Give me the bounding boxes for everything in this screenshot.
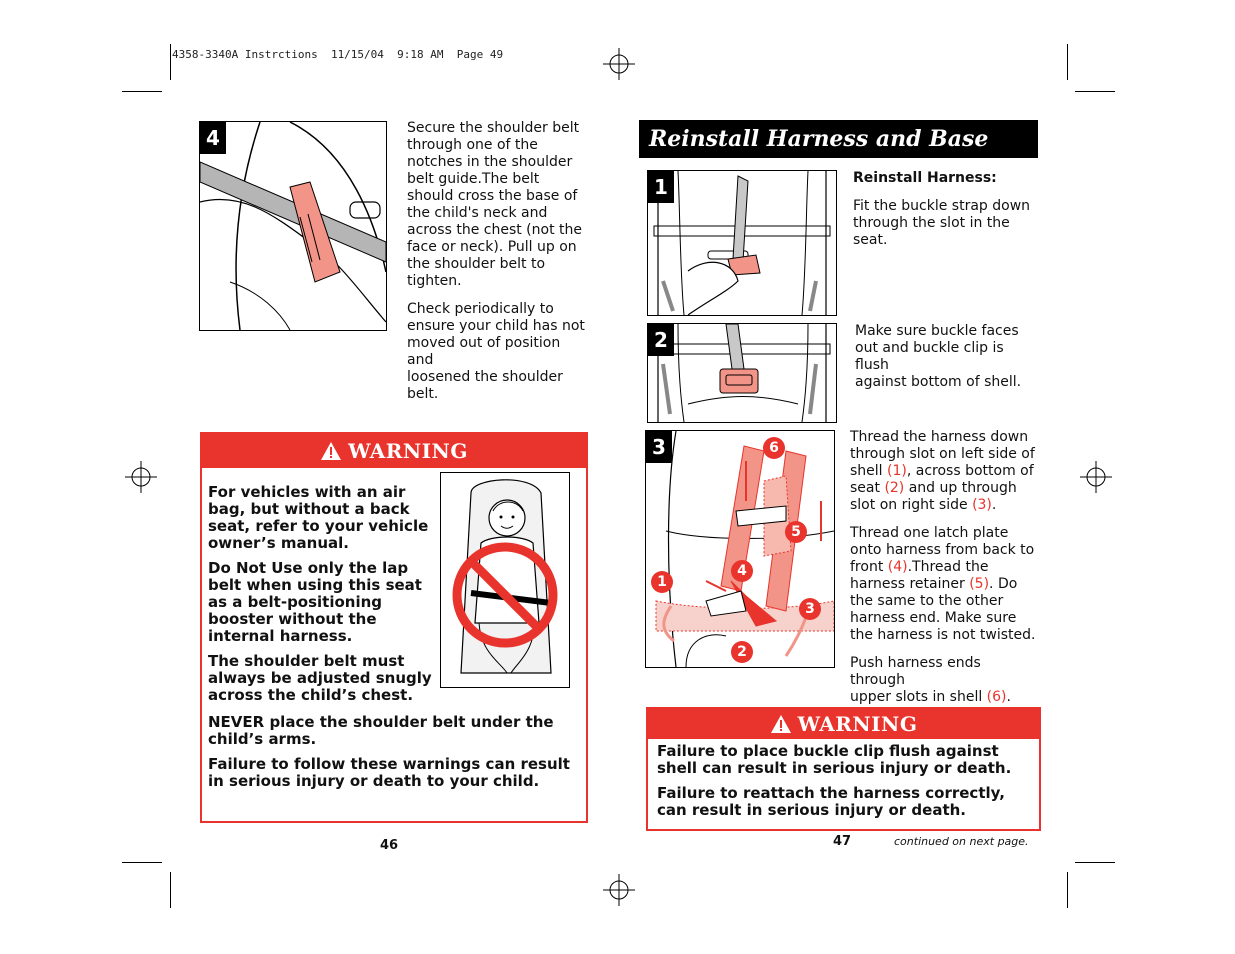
step-number-badge: 2 (648, 324, 674, 356)
step-4-paragraph-1: Secure the shoulder belt through one of … (407, 120, 582, 289)
callout-2: 2 (731, 641, 753, 663)
page-number-right: 47 (833, 834, 852, 849)
warning-text: Failure to place buckle clip flush again… (657, 743, 1032, 827)
step-number-badge: 3 (646, 431, 672, 463)
crop-mark (1075, 862, 1115, 863)
crop-mark (170, 44, 171, 80)
warning-buckle-clip: Failure to place buckle clip flush again… (657, 742, 1012, 777)
child-booster-illustration (452, 479, 558, 674)
crop-mark (122, 91, 162, 92)
harness-threading-illustration (655, 431, 834, 667)
warning-triangle-icon (770, 715, 791, 733)
left-warning-box: WARNING For vehicles with an air bag, bu… (200, 432, 588, 823)
step-number-badge: 4 (200, 122, 226, 154)
warning-header: WARNING (648, 709, 1039, 739)
step-4-instructions: Secure the shoulder belt through one of … (407, 120, 585, 414)
crop-mark (1067, 872, 1068, 908)
step-3-illustration: 3 1 2 3 4 5 6 (645, 430, 835, 668)
step-3-paragraph-1: Thread the harness down through slot on … (850, 429, 1035, 513)
step-1-instructions: Reinstall Harness: Fit the buckle strap … (853, 170, 1033, 260)
crop-mark (122, 862, 162, 863)
step-3-instructions: Thread the harness down through slot on … (850, 429, 1038, 717)
warning-reattach-harness: Failure to reattach the harness correctl… (657, 784, 1005, 819)
no-lap-belt-illustration (440, 472, 570, 688)
warning-text-wide: NEVER place the shoulder belt under the … (208, 714, 578, 798)
callout-3: 3 (799, 598, 821, 620)
warning-header: WARNING (202, 434, 586, 468)
page-number-left: 46 (380, 838, 399, 853)
registration-mark-icon (125, 461, 157, 493)
print-slug: 4358-3340A Instrctions 11/15/04 9:18 AM … (172, 48, 504, 61)
continued-note: continued on next page. (894, 835, 1029, 848)
buckle-strap-slot-illustration (653, 171, 831, 315)
crop-mark (170, 872, 171, 908)
warning-failure: Failure to follow these warnings can res… (208, 755, 570, 790)
step-1-text: Fit the buckle strap down through the sl… (853, 198, 1031, 248)
warning-airbag: For vehicles with an air bag, but withou… (208, 483, 429, 552)
warning-title: WARNING (797, 712, 918, 736)
callout-5: 5 (785, 521, 807, 543)
warning-never: NEVER place the shoulder belt under the … (208, 713, 554, 748)
callout-4: 4 (731, 560, 753, 582)
step-3-paragraph-3: Push harness ends through upper slots in… (850, 655, 1011, 705)
crop-mark (1067, 44, 1068, 80)
step-2-illustration: 2 (647, 323, 837, 423)
crop-mark (1075, 91, 1115, 92)
step-4-paragraph-2: Check periodically to ensure your child … (407, 301, 585, 402)
section-title-bar: Reinstall Harness and Base (639, 120, 1038, 158)
registration-mark-icon (603, 874, 635, 906)
step-2-instructions: Make sure buckle faces out and buckle cl… (855, 323, 1037, 402)
callout-6: 6 (763, 437, 785, 459)
step-4-illustration: 4 (199, 121, 387, 331)
warning-shoulder-belt: The shoulder belt must always be adjuste… (208, 652, 432, 704)
warning-text-narrow: For vehicles with an air bag, but withou… (208, 484, 440, 712)
warning-title: WARNING (348, 439, 468, 463)
right-warning-box: WARNING Failure to place buckle clip flu… (646, 707, 1041, 831)
warning-triangle-icon (321, 442, 342, 460)
registration-mark-icon (1080, 461, 1112, 493)
step-1-illustration: 1 (647, 170, 837, 316)
callout-1: 1 (651, 571, 673, 593)
step-2-text: Make sure buckle faces out and buckle cl… (855, 323, 1022, 390)
warning-lap-belt: Do Not Use only the lap belt when using … (208, 559, 422, 645)
registration-mark-icon (603, 48, 635, 80)
buckle-clip-flush-illustration (653, 324, 831, 422)
step-3-paragraph-2: Thread one latch plate onto harness from… (850, 525, 1036, 643)
step-1-heading: Reinstall Harness: (853, 170, 997, 186)
step-number-badge: 1 (648, 171, 674, 203)
shoulder-belt-guide-illustration (200, 122, 386, 330)
section-title: Reinstall Harness and Base (649, 126, 989, 152)
